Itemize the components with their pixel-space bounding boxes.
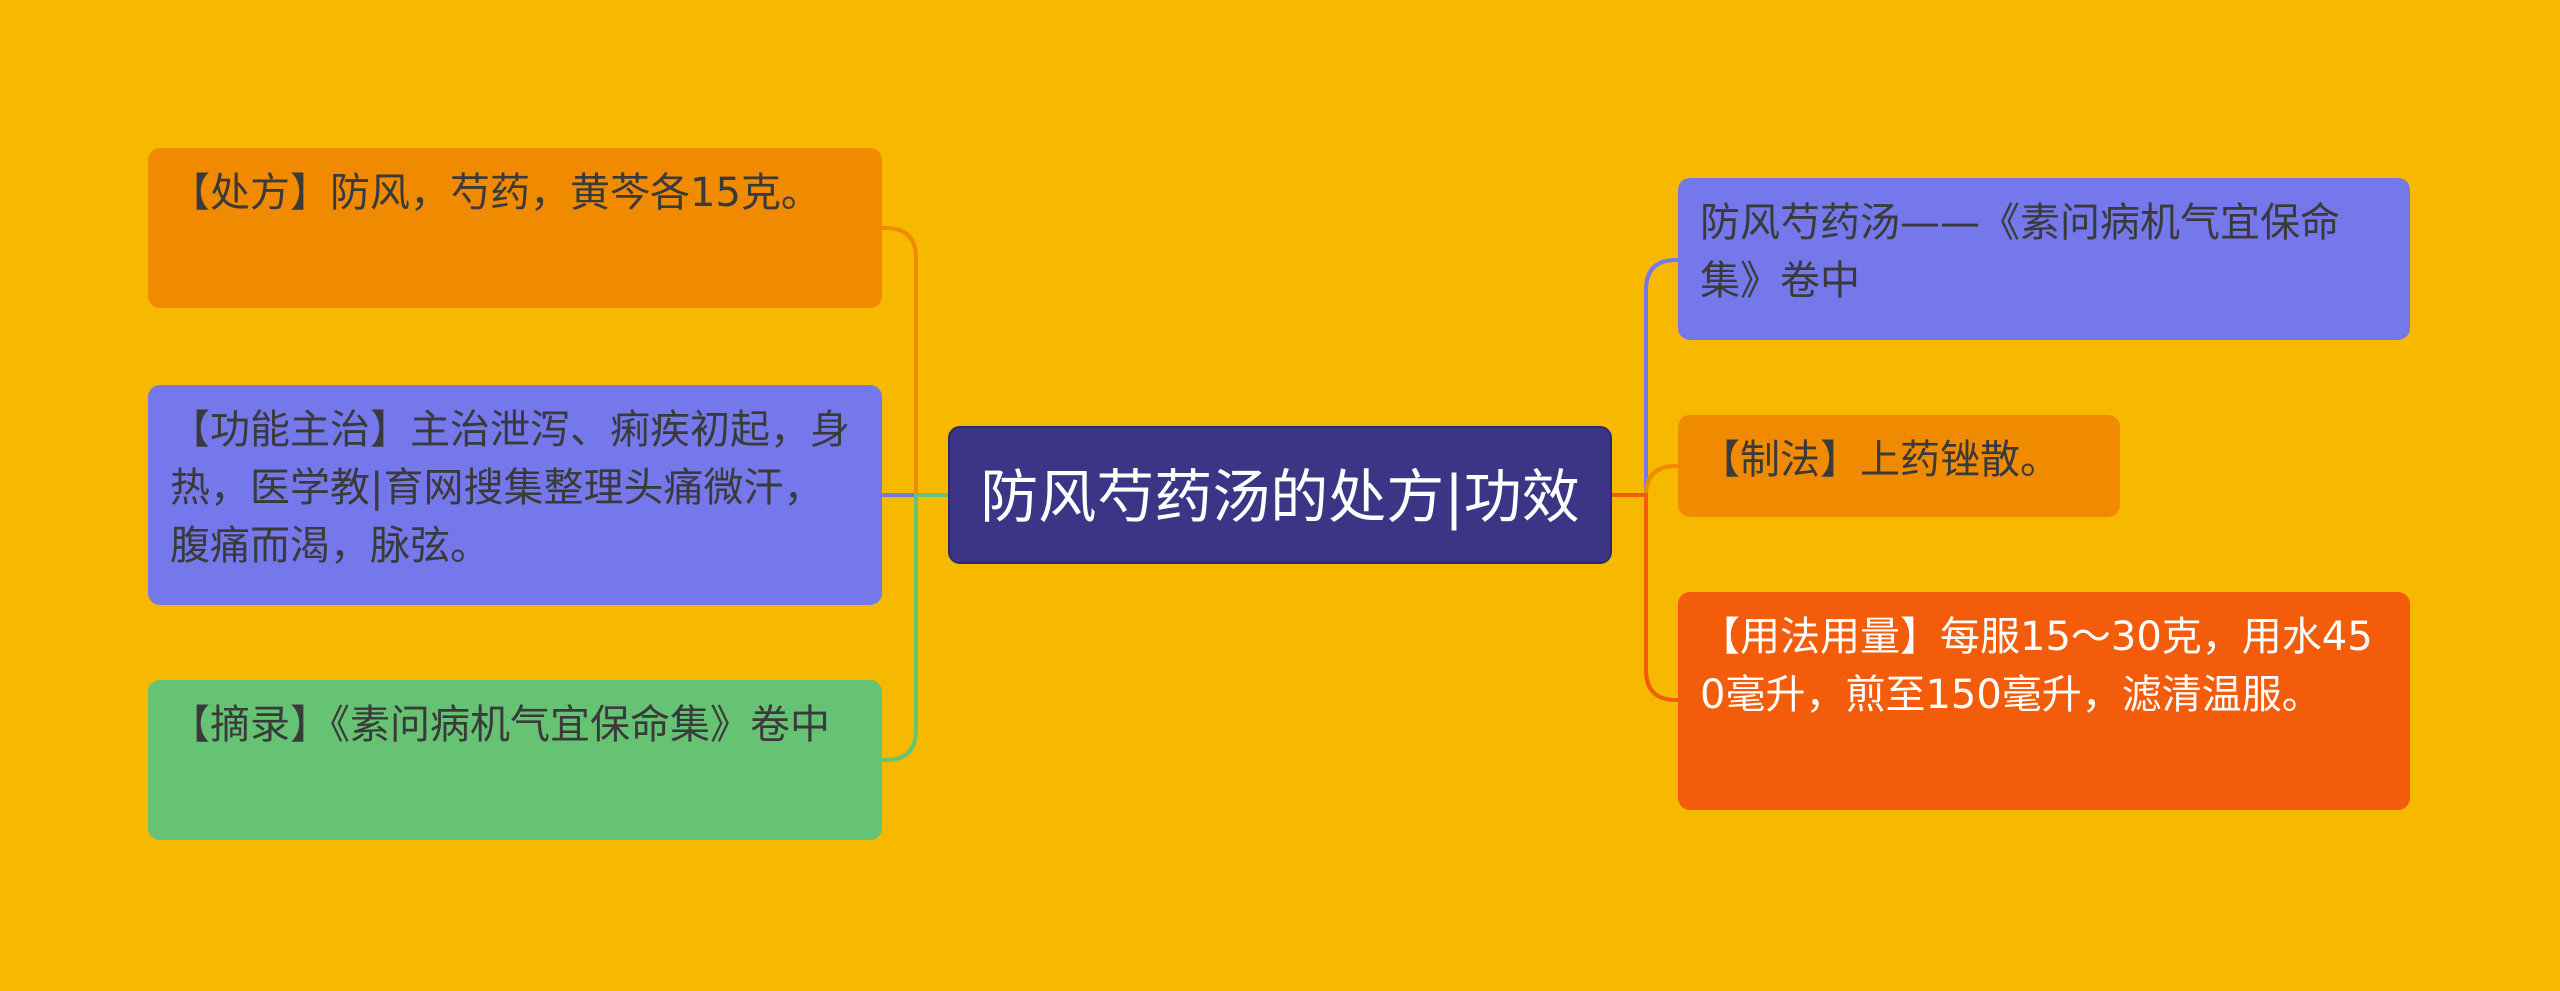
- central-topic[interactable]: 防风芍药汤的处方|功效: [948, 426, 1612, 564]
- connector-yongfa: [1612, 493, 1678, 702]
- node-zhifa[interactable]: 【制法】上药锉散。: [1678, 415, 2120, 517]
- node-chufang[interactable]: 【处方】防风，芍药，黄芩各15克。: [148, 148, 882, 308]
- connector-source: [1612, 258, 1678, 497]
- node-yongfa[interactable]: 【用法用量】每服15～30克，用水450毫升，煎至150毫升，滤清温服。: [1678, 592, 2410, 810]
- node-source[interactable]: 防风芍药汤——《素问病机气宜保命集》卷中: [1678, 178, 2410, 340]
- connector-zhailu: [882, 493, 948, 762]
- node-gongneng[interactable]: 【功能主治】主治泄泻、痢疾初起，身热，医学教|育网搜集整理头痛微汗，腹痛而渴，脉…: [148, 385, 882, 605]
- node-zhailu[interactable]: 【摘录】《素问病机气宜保命集》卷中: [148, 680, 882, 840]
- connector-chufang: [882, 226, 948, 497]
